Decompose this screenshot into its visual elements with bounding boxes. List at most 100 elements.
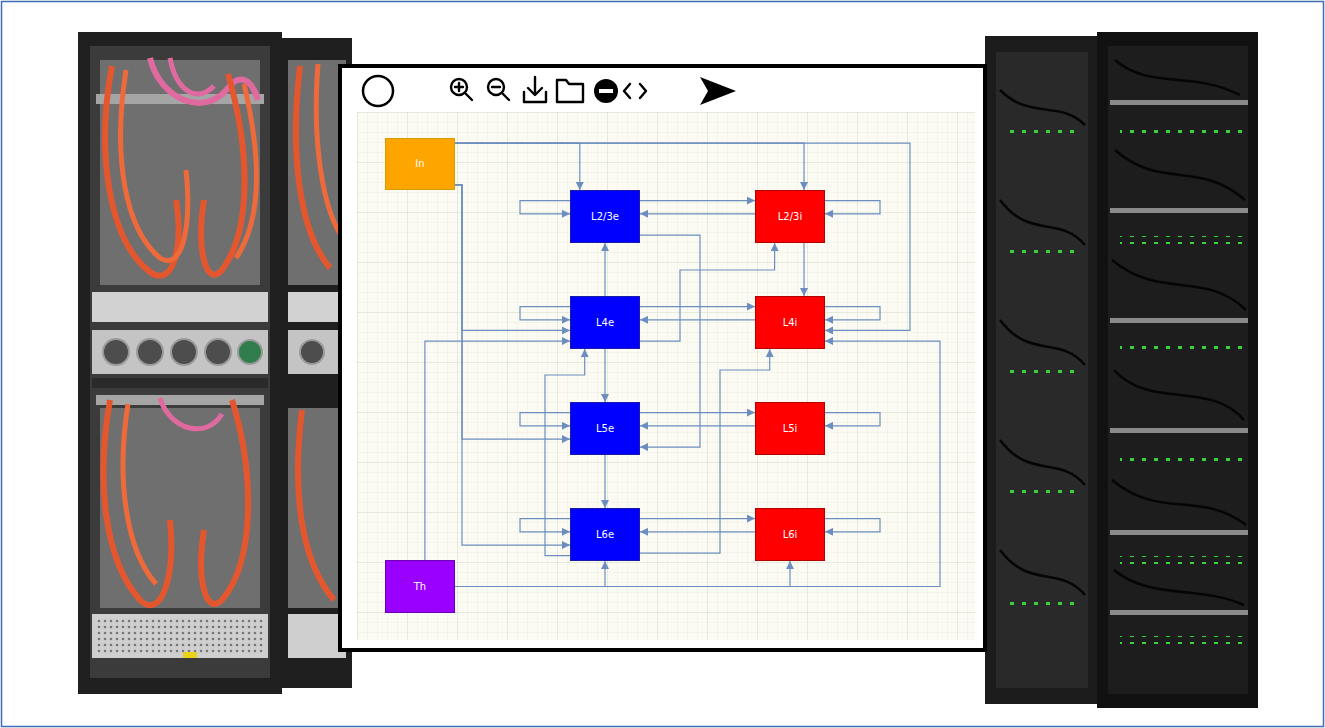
connector-arrow (825, 307, 880, 320)
canvas-ground (357, 112, 975, 640)
connector-arrow (455, 143, 910, 330)
inhibitory-box: L6i (755, 508, 825, 561)
send-icon (700, 77, 736, 105)
led-row (1120, 346, 1242, 354)
rack-door (985, 36, 1097, 704)
led-row (1120, 556, 1242, 564)
circle-icon (363, 76, 393, 106)
folder-icon (557, 80, 583, 102)
connector-arrow (520, 519, 570, 532)
rack-interior (996, 52, 1088, 688)
fan (205, 339, 231, 365)
node-label: L6e (596, 529, 614, 541)
led-row (1120, 236, 1242, 244)
led-row (1002, 490, 1082, 498)
connector-arrow (640, 518, 755, 519)
vent-grille (96, 618, 264, 654)
fan (137, 339, 163, 365)
canvas-grid (357, 112, 975, 640)
rack-shelf (1110, 208, 1248, 213)
rack-chassis (100, 60, 260, 285)
input-box: In (385, 138, 455, 190)
connector-arrow (640, 319, 755, 320)
canvas-grid (357, 112, 975, 640)
connector-arrow (825, 201, 880, 214)
download-icon (524, 77, 546, 102)
connector-arrow (455, 143, 580, 190)
thalamus-box: Th (385, 560, 455, 613)
excitatory-box: L2/3e (570, 190, 640, 243)
fan (300, 340, 324, 364)
rack-cabinet (1097, 32, 1258, 708)
connector-arrow (604, 349, 605, 402)
led-row (1002, 600, 1082, 608)
led-row (1002, 130, 1082, 138)
connector-arrow (825, 413, 880, 426)
excitatory-box: L5e (570, 402, 640, 455)
connector-arrow (803, 243, 804, 296)
connector-arrow (455, 185, 570, 439)
remove-icon-bar (599, 89, 613, 93)
connector-arrow (455, 341, 940, 586)
black-cables (1000, 90, 1085, 595)
led-row (1120, 456, 1242, 464)
pink-cable (170, 58, 214, 94)
rack-panel (288, 292, 346, 322)
rack-shelf (1110, 610, 1248, 615)
connector-arrow (640, 306, 755, 307)
orange-cable (103, 400, 171, 605)
connector-arrow (640, 213, 755, 214)
connector-arrow (825, 519, 880, 532)
excitatory-box: L4e (570, 296, 640, 349)
rack-shelf (1110, 530, 1248, 535)
orange-cable (236, 84, 257, 258)
led-row (1120, 636, 1242, 644)
connector-arrow (455, 143, 804, 190)
orange-cable (201, 74, 244, 275)
editor-window (340, 66, 985, 650)
node-label: L4i (783, 317, 798, 329)
rack-shelf (1110, 100, 1248, 105)
rack-shelf (1110, 428, 1248, 433)
orange-cable (121, 70, 188, 261)
fan-panel (288, 330, 346, 374)
connector-arrow (520, 201, 570, 214)
node-label: L6i (783, 529, 798, 541)
node-label: L2/3e (591, 211, 619, 223)
connector-arrow (455, 185, 570, 545)
orange-cable (105, 66, 178, 276)
zoom-out-icon (488, 79, 509, 100)
led-row (1002, 370, 1082, 378)
connector-arrow (520, 307, 570, 320)
orange-cable (123, 404, 156, 584)
connector-arrow (640, 235, 700, 447)
fan-panel (92, 330, 268, 374)
excitatory-box: L6e (570, 508, 640, 561)
inhibitory-box: L2/3i (755, 190, 825, 243)
fan (103, 339, 129, 365)
window-frame (340, 66, 985, 650)
node-label: L5i (783, 423, 798, 435)
rack-shelf (1110, 318, 1248, 323)
connector-arrow (640, 425, 755, 426)
rack-rail (96, 395, 264, 405)
node-label: L5e (596, 423, 614, 435)
led-row (1120, 126, 1242, 134)
connector-arrow (455, 185, 570, 331)
code-icon (624, 84, 630, 98)
connector-arrow (640, 349, 770, 553)
fan (171, 339, 197, 365)
connector-arrow (640, 531, 755, 532)
connector-arrow (604, 243, 605, 296)
rack-panel (288, 614, 346, 658)
orange-cable (298, 410, 334, 600)
rack-panel (92, 378, 268, 388)
server-rack-photo (985, 32, 1258, 708)
inhibitory-box: L5i (755, 402, 825, 455)
remove-icon (594, 79, 618, 103)
zoom-in-icon (451, 79, 472, 100)
node-label: In (415, 158, 424, 170)
